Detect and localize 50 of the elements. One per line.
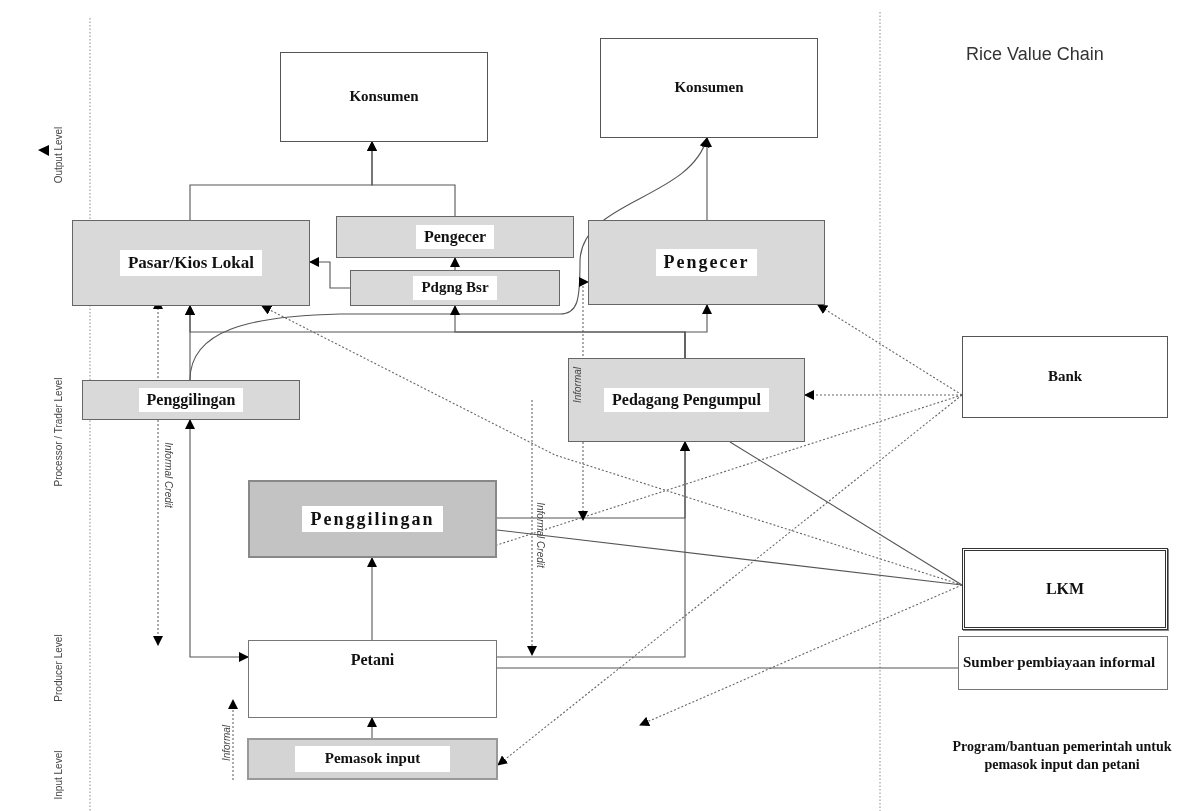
box-label: Pdgng Bsr xyxy=(413,276,497,300)
process-box xyxy=(336,216,574,258)
process-box xyxy=(600,38,818,138)
box-label: Sumber pembiayaan informal xyxy=(963,654,1156,672)
flow-label: Informal xyxy=(220,724,232,762)
box-label: Pasar/Kios Lokal xyxy=(119,250,263,276)
process-box xyxy=(248,640,497,718)
box-label: Petani xyxy=(350,651,395,670)
level-label: Processor / Trader Level xyxy=(52,377,64,487)
arrow xyxy=(702,137,712,221)
arrow xyxy=(684,304,712,359)
flow-label: Informal Credit xyxy=(534,502,546,568)
process-box xyxy=(248,480,497,558)
box-label: LKM xyxy=(1045,579,1085,599)
process-box xyxy=(962,548,1168,630)
arrow xyxy=(496,441,690,519)
box-label: Konsumen xyxy=(674,79,744,97)
edge-label: Informal xyxy=(571,366,583,404)
dotted-arrow xyxy=(497,394,963,766)
process-box xyxy=(72,220,310,306)
process-box xyxy=(247,738,498,780)
process-box xyxy=(958,636,1168,690)
arrow xyxy=(367,557,377,641)
flow-label: Informal Credit xyxy=(162,442,174,508)
box-label: Pengecer xyxy=(415,224,495,250)
process-box xyxy=(350,270,560,306)
arrow xyxy=(367,141,456,217)
box-label: Penggilingan xyxy=(138,387,244,413)
box-label: Pedagang Pengumpul xyxy=(604,387,769,413)
process-box xyxy=(280,52,488,142)
diagram-title: Rice Value Chain xyxy=(966,44,1104,65)
process-box xyxy=(82,380,300,420)
process-box xyxy=(962,336,1168,418)
level-label: Input Level xyxy=(52,750,64,800)
level-label: Producer Level xyxy=(52,634,64,702)
box-label: Pengecer xyxy=(655,249,758,276)
box-label: Penggilingan xyxy=(302,505,443,533)
arrow xyxy=(185,419,249,662)
arrow xyxy=(309,257,351,289)
box-label: Konsumen xyxy=(349,88,419,106)
arrow xyxy=(367,717,377,739)
note-text: Program/bantuan pemerintah untuk pemasok input dan petani xyxy=(951,738,1173,775)
process-box xyxy=(568,358,805,442)
level-label: Output Level xyxy=(52,126,64,184)
process-box xyxy=(588,220,825,305)
dotted-arrow xyxy=(639,584,963,726)
arrow xyxy=(450,257,460,271)
box-label: Bank xyxy=(1047,368,1083,386)
box-label: Pemasok input xyxy=(294,746,451,772)
dotted-arrow xyxy=(804,390,963,400)
